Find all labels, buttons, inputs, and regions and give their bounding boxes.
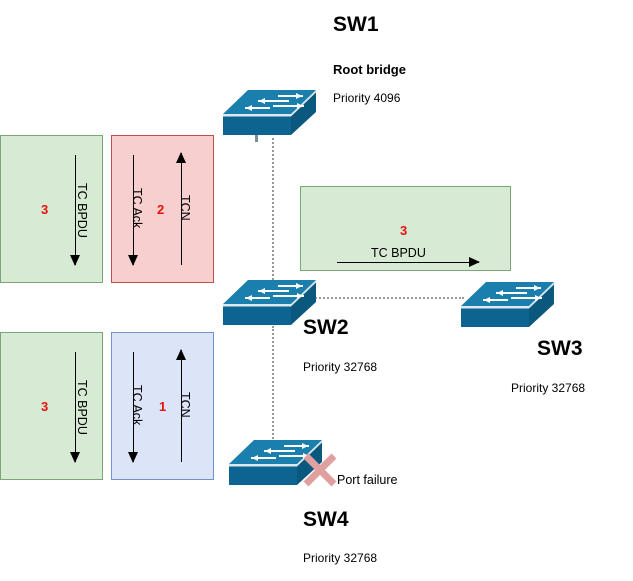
arrow-shaft (133, 352, 135, 462)
switch-icon-sw2[interactable] (222, 278, 317, 334)
step-number-upper-pink: 2 (157, 202, 165, 217)
arrow-shaft (75, 352, 77, 462)
arrow-shaft (133, 155, 135, 265)
annotation-box-tcbpdu-lower-left (0, 332, 103, 480)
arrow-tcack-down-upper (127, 155, 140, 266)
arrow-shaft (181, 153, 183, 265)
switch-glyph (223, 280, 316, 325)
port-failure-icon (300, 450, 340, 495)
label-sw4-name: SW4 (303, 508, 349, 531)
arrow-head-down (70, 452, 80, 463)
label-tcbpdu-upper-left: TC BPDU (75, 183, 89, 238)
arrow-head-down (128, 452, 138, 463)
label-tcn-lower: TCN (178, 392, 192, 418)
arrow-tcack-down-lower (127, 352, 140, 463)
label-sw1-name: SW1 (333, 13, 379, 36)
arrow-shaft (337, 262, 479, 264)
switch-icon-sw3[interactable] (460, 280, 555, 336)
label-sw2-name: SW2 (303, 316, 349, 339)
label-sw1-priority: Priority 4096 (333, 91, 401, 105)
step-number-lower-blue: 1 (159, 399, 167, 414)
switch-icon-sw4[interactable] (228, 438, 323, 494)
label-sw3-priority: Priority 32768 (511, 381, 586, 395)
arrow-tcbpdu-down-lower (69, 352, 82, 463)
arrow-tcn-up-lower (175, 349, 188, 462)
label-sw3-name: SW3 (537, 337, 583, 360)
switch-glyph (229, 440, 322, 485)
label-sw1-role: Root bridge (333, 62, 406, 77)
arrow-head-right (469, 257, 480, 267)
arrow-head-down (128, 255, 138, 266)
arrow-shaft (75, 155, 77, 265)
arrow-tcn-up-upper (175, 152, 188, 265)
label-tcn-upper: TCN (178, 195, 192, 221)
annotation-box-tcbpdu-right (300, 186, 511, 271)
switch-glyph (461, 282, 554, 327)
link-sw1-sw2 (272, 138, 274, 280)
arrow-head-up (176, 349, 186, 360)
arrow-head-up (176, 152, 186, 163)
link-sw2-sw4 (272, 326, 274, 442)
step-number-upper-left-green: 3 (41, 202, 49, 217)
switch-icon-sw1[interactable] (222, 88, 317, 144)
annotation-box-tcbpdu-upper-left (0, 135, 103, 283)
label-tcack-lower: TC Ack (130, 385, 144, 426)
label-sw4-priority: Priority 32768 (303, 551, 378, 565)
step-number-lower-left-green: 3 (41, 399, 49, 414)
x-cross-glyph (303, 453, 337, 487)
arrow-tcbpdu-right (337, 256, 480, 269)
label-port-failure: Port failure (337, 473, 398, 487)
link-sw2-sw3 (312, 297, 464, 299)
switch-glyph (223, 90, 316, 142)
step-number-right-green: 3 (400, 223, 408, 238)
arrow-head-down (70, 255, 80, 266)
arrow-tcbpdu-down-upper (69, 155, 82, 266)
label-sw2-priority: Priority 32768 (303, 360, 378, 374)
arrow-shaft (181, 350, 183, 462)
label-tcbpdu-right: TC BPDU (371, 246, 426, 260)
label-tcack-upper: TC Ack (130, 188, 144, 229)
label-tcbpdu-lower-left: TC BPDU (75, 380, 89, 435)
